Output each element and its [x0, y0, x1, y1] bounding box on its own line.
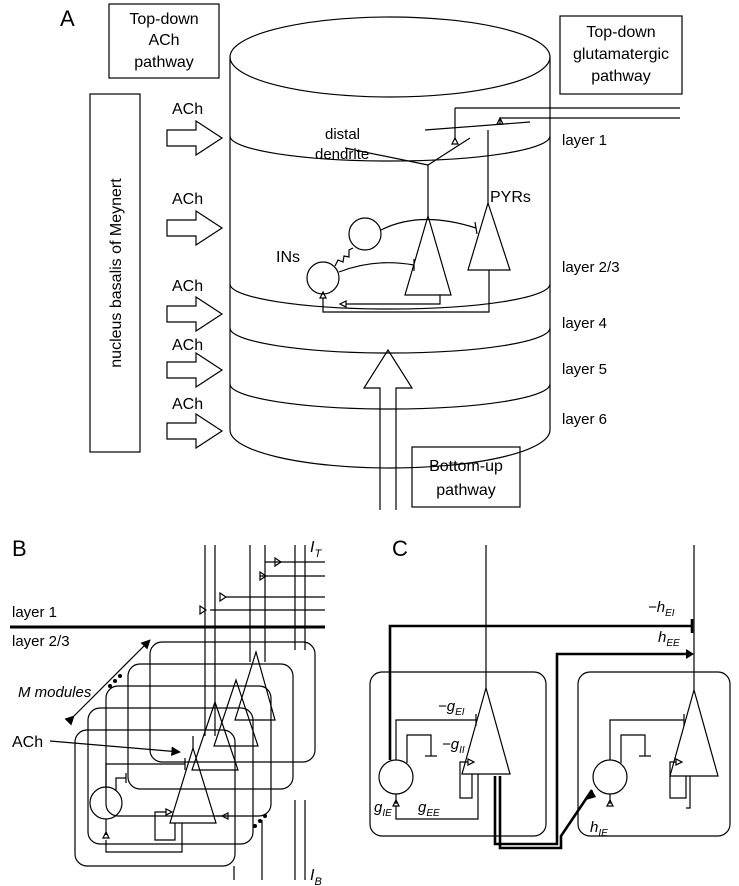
module-stack: [87, 641, 316, 845]
ach-label: ACh: [172, 101, 203, 118]
bottom-up-arrow: Bottom-up pathway: [362, 348, 521, 510]
svg-text:nucleus basalis of Meynert: nucleus basalis of Meynert: [108, 178, 125, 368]
svg-text:glutamatergic: glutamatergic: [573, 46, 669, 63]
layer-boundary: [229, 283, 551, 310]
interneuron: [378, 759, 414, 795]
layer-boundary: [229, 383, 551, 410]
interneuron: [306, 261, 340, 295]
layer-label: layer 2/3: [562, 259, 620, 276]
module-box: [105, 685, 272, 817]
module-box: [127, 663, 294, 790]
layer-label: layer 6: [562, 411, 607, 428]
ach-arrows: ACh ACh ACh ACh ACh: [166, 101, 224, 450]
ellipsis-dot: [258, 819, 262, 823]
i-b-label: IB: [310, 867, 322, 886]
layer-boundary: [229, 327, 551, 354]
inter-module-connections: −hEI hEE: [388, 599, 694, 850]
topdown-inputs: IT: [199, 539, 325, 616]
svg-text:ACh: ACh: [148, 32, 179, 49]
interneuron: [592, 759, 628, 795]
distal-dendrite-label: dendrite: [315, 146, 369, 163]
g-ee-label: gEE: [418, 799, 440, 819]
module-box-left: [369, 671, 547, 837]
ach-arrow: [166, 119, 224, 157]
layer-boundary: [229, 135, 551, 162]
module-triangle: [234, 649, 276, 721]
pyrs-label: PYRs: [490, 189, 531, 206]
g-ei-label: −gEI: [438, 698, 465, 718]
g-ie-label: gIE: [374, 799, 392, 819]
ellipsis-dot: [108, 684, 112, 688]
module-triangle: [191, 700, 239, 771]
module-box: [74, 729, 236, 867]
layer-label: layer 1: [562, 132, 607, 149]
svg-text:pathway: pathway: [134, 54, 194, 71]
interneuron: [348, 217, 382, 251]
h-ei-label: −hEI: [648, 599, 675, 619]
gap-junction: [334, 247, 354, 267]
pyramidal-cell: [461, 685, 511, 775]
topdown-glutamatergic-box: Top-down glutamatergic pathway: [559, 15, 683, 95]
layer-label: layer 5: [562, 361, 607, 378]
layer23-label: layer 2/3: [12, 633, 70, 650]
ins-label: INs: [276, 249, 300, 266]
ellipsis-dot: [118, 674, 122, 678]
module-box: [149, 641, 316, 763]
layer-label: layer 4: [562, 315, 607, 332]
h-ee-label: hEE: [658, 629, 680, 649]
panel-b: B IT layer 1 laye: [10, 536, 325, 886]
bottom-up-label: pathway: [436, 482, 496, 499]
topdown-ach-box: Top-down ACh pathway: [108, 3, 220, 79]
panel-c: C −gEI −gII gIE gEE: [369, 536, 731, 850]
m-modules-indicator: M modules: [18, 639, 267, 828]
bottom-up-label: Bottom-up: [429, 458, 503, 475]
h-ie-label: hIE: [590, 819, 608, 839]
cortex-cylinder: [229, 16, 551, 469]
svg-text:Top-down: Top-down: [586, 24, 655, 41]
layer-labels: layer 1 layer 2/3 layer 4 layer 5 layer …: [562, 132, 620, 428]
front-module: [74, 729, 236, 867]
ach-label: ACh: [172, 191, 203, 208]
pyramidal-cell: [169, 745, 217, 824]
ach-arrow: [166, 209, 224, 247]
module-box-right: [577, 671, 731, 837]
svg-text:Top-down: Top-down: [129, 11, 198, 28]
ach-arrow: [166, 351, 224, 389]
distal-dendrite-label: distal: [325, 126, 360, 143]
ach-label: ACh: [172, 396, 203, 413]
nucleus-basalis-box: nucleus basalis of Meynert: [89, 93, 141, 453]
pyramidal-cell: [404, 213, 452, 296]
module-triangle: [213, 678, 259, 747]
ellipsis-dot: [253, 824, 257, 828]
ach-label: ACh: [172, 278, 203, 295]
layer1-label: layer 1: [12, 604, 57, 621]
module-left: −gEI −gII gIE gEE: [374, 545, 511, 820]
m-modules-label: M modules: [18, 684, 92, 701]
module-right: hIE: [590, 545, 719, 839]
panel-b-label: B: [12, 536, 27, 561]
pyramidal-cell: [669, 687, 719, 777]
pyramidal-cell: [467, 200, 511, 271]
ellipsis-dot: [113, 679, 117, 683]
ach-arrow: [166, 412, 224, 450]
ach-label: ACh: [172, 337, 203, 354]
ach-arrow: [166, 295, 224, 333]
panel-a-label: A: [60, 6, 75, 31]
ach-label-b: ACh: [12, 734, 43, 751]
g-ii-label: −gII: [442, 736, 465, 756]
panel-a: A Top-down ACh pathway Top-down glutamat…: [60, 3, 683, 510]
module-box: [87, 707, 254, 845]
i-t-label: IT: [310, 539, 322, 560]
svg-text:pathway: pathway: [591, 68, 651, 85]
panel-c-label: C: [392, 536, 408, 561]
neuron-circuit: distal dendrite PYRs INs: [276, 107, 680, 313]
